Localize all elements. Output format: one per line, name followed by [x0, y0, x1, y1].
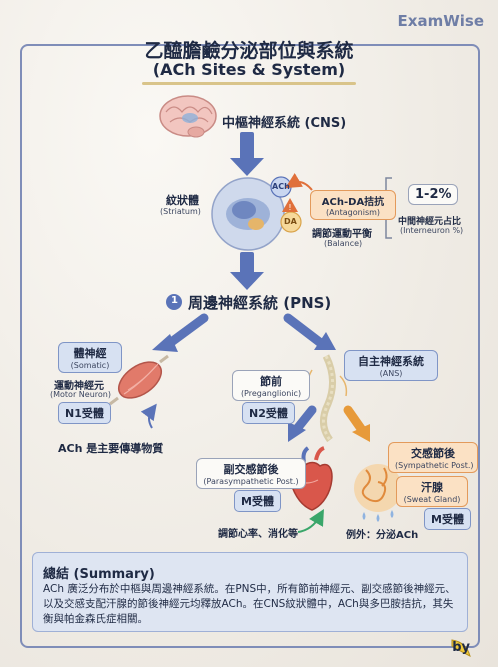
sympathetic-sub: (Sympathetic Post.): [395, 461, 474, 470]
spine-icon: [306, 354, 348, 443]
svg-text:!: !: [288, 203, 291, 212]
ach-main-transmitter-note: ACh 是主要傳導物質: [58, 442, 164, 455]
parasympathetic-label: 副交感節後: [223, 463, 279, 476]
ach-node-label: ACh: [272, 182, 290, 191]
pns-label: 周邊神經系統 (PNS): [188, 294, 332, 312]
interneuron-label: 中間神經元占比: [398, 217, 462, 227]
interneuron-value-box: 1-2%: [408, 184, 458, 205]
parasympathetic-sub: (Parasympathetic Post.): [203, 477, 299, 486]
parasympathetic-arrow: [288, 405, 317, 442]
banana-icon: [451, 639, 471, 657]
antagonism-label: ACh-DA拮抗: [321, 197, 385, 208]
sympathetic-label: 交感節後: [411, 447, 455, 460]
da-node-label: DA: [284, 217, 297, 226]
balance-label: 調節運動平衡: [312, 229, 372, 240]
sympathetic-box: 交感節後 (Sympathetic Post.): [388, 442, 478, 473]
m-receptor-right-badge: M受體: [424, 508, 471, 530]
autonomic-branch-arrow: [283, 313, 336, 350]
somatic-sub: (Somatic): [70, 361, 110, 370]
motor-neuron-sub: (Motor Neuron): [50, 390, 111, 399]
balance-sub: (Balance): [324, 239, 363, 248]
diagram-frame: [20, 44, 480, 648]
striatum-sub: (Striatum): [160, 207, 201, 216]
sweat-gland-label: 汗腺: [421, 481, 443, 494]
byline: by: [452, 640, 470, 655]
cns-down-arrow: [230, 132, 264, 176]
warning-icon: !: [282, 198, 298, 212]
sweat-gland-box: 汗腺 (Sweat Gland): [396, 476, 468, 507]
summary-body: ACh 廣泛分布於中樞與周邊神經系統。在PNS中，所有節前神經元、副交感節後神經…: [43, 583, 456, 625]
muscle-icon: [109, 354, 169, 406]
page-title: 乙醯膽鹼分泌部位與系統: [144, 40, 354, 62]
motor-neuron-label: 運動神經元: [54, 381, 104, 392]
n2-receptor-badge: N2受體: [242, 402, 295, 424]
interneuron-value: 1-2%: [415, 187, 452, 202]
pns-down-arrow: [230, 252, 264, 290]
preganglionic-box: 節前 (Preganglionic): [232, 370, 310, 401]
preganglionic-sub: (Preganglionic): [240, 389, 302, 398]
heart-note: 調節心率、消化等: [218, 529, 298, 540]
somatic-label: 體神經: [73, 347, 107, 360]
somatic-up-arrow: [140, 403, 157, 429]
exception-note: 例外：分泌ACh: [346, 530, 419, 541]
antagonism-arrow: [285, 173, 313, 191]
sweat-gland-icon: [354, 464, 402, 522]
summary-title: 總結 (Summary): [43, 567, 155, 582]
antagonism-sub: (Antagonism): [325, 208, 381, 217]
ans-label: 自主神經系統: [358, 355, 424, 368]
m-receptor-left-badge: M受體: [234, 490, 281, 512]
heart-note-arrow: [297, 509, 324, 533]
ans-sub: (ANS): [379, 369, 403, 378]
sympathetic-arrow: [343, 405, 370, 442]
pns-number-badge: [166, 294, 182, 310]
cns-label: 中樞神經系統 (CNS): [222, 116, 347, 131]
striatum-label: 紋狀體: [166, 194, 199, 207]
antagonism-box: ACh-DA拮抗 (Antagonism): [310, 190, 396, 220]
page-subtitle: (ACh Sites & System): [152, 60, 346, 79]
parasympathetic-box: 副交感節後 (Parasympathetic Post.): [196, 458, 306, 489]
n1-receptor-badge: N1受體: [58, 402, 111, 424]
somatic-branch-arrow: [152, 313, 209, 352]
ans-box: 自主神經系統 (ANS): [344, 350, 438, 381]
subtitle-underline: [142, 82, 356, 85]
summary-box: 總結 (Summary) ACh 廣泛分布於中樞與周邊神經系統。在PNS中，所有…: [32, 552, 468, 632]
brand-logo: ExamWise: [397, 12, 484, 30]
brain-icon: [159, 95, 217, 138]
preganglionic-label: 節前: [260, 375, 282, 388]
midbrain-icon: [211, 177, 285, 251]
sweat-gland-sub: (Sweat Gland): [403, 495, 461, 504]
somatic-box: 體神經 (Somatic): [58, 342, 122, 373]
pns-number: 1: [171, 295, 178, 306]
interneuron-sub: (Interneuron %): [400, 226, 464, 235]
